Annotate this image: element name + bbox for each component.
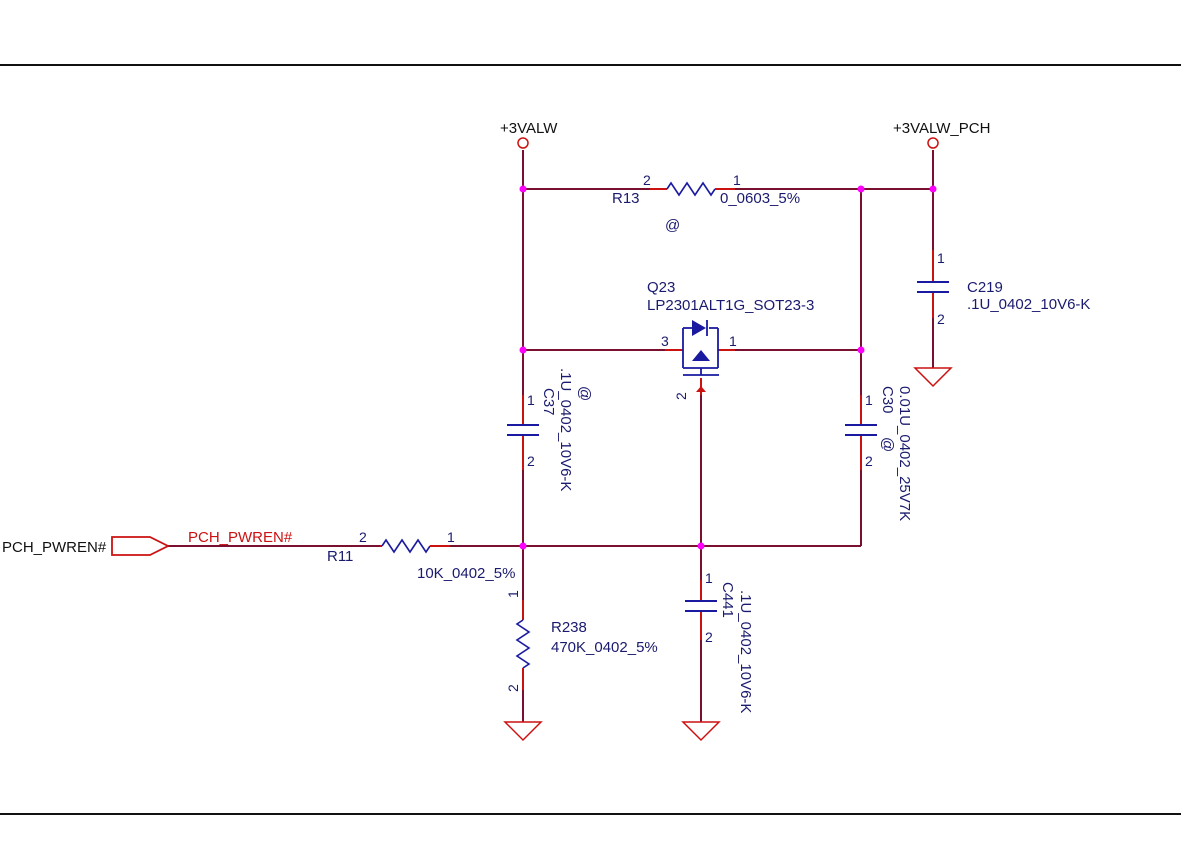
q23-pin-gate: 2	[673, 392, 689, 400]
power-port-icon	[517, 137, 529, 149]
c30-value: 0.01U_0402_25V7K	[896, 386, 913, 521]
power-rail-vout-label: +3VALW_PCH	[893, 120, 990, 137]
r13-value: 0_0603_5%	[720, 190, 800, 207]
net-label-pwren: PCH_PWREN#	[188, 529, 293, 546]
c37-pin-a: 1	[527, 392, 535, 408]
ground-icon	[503, 721, 543, 742]
capacitor-c219[interactable]: 1 2 C219 .1U_0402_10V6-K	[917, 250, 1090, 327]
c30-pin-a: 1	[865, 392, 873, 408]
capacitor-c30[interactable]: 1 2 C30 0.01U_0402_25V7K @	[845, 386, 913, 521]
c441-ref: C441	[719, 582, 736, 618]
c219-pin-b: 2	[937, 311, 945, 327]
r13-note: @	[665, 217, 680, 234]
port-label: PCH_PWREN#	[2, 539, 107, 556]
q23-pin-drain: 1	[729, 333, 737, 349]
r13-pin-b: 1	[733, 172, 741, 188]
junction-dot	[929, 185, 937, 193]
r238-pin-a: 1	[505, 590, 521, 598]
port-arrow-icon	[111, 536, 171, 556]
c219-value: .1U_0402_10V6-K	[967, 296, 1090, 313]
junctions	[519, 185, 937, 550]
power-rail-vin-label: +3VALW	[500, 120, 558, 137]
junction-dot	[697, 542, 705, 550]
c30-pin-b: 2	[865, 453, 873, 469]
r11-pin-a: 2	[359, 529, 367, 545]
c441-pin-b: 2	[705, 629, 713, 645]
resistor-r13[interactable]: 2 1 R13 0_0603_5% @	[612, 172, 800, 234]
junction-dot	[857, 346, 865, 354]
c37-note: @	[576, 386, 593, 401]
power-symbol-vin: +3VALW	[500, 120, 558, 149]
r238-ref: R238	[551, 619, 587, 636]
resistor-icon	[515, 619, 531, 669]
mosfet-icon	[682, 327, 719, 376]
q23-ref: Q23	[647, 279, 675, 296]
ground-icon	[681, 721, 721, 742]
junction-dot	[519, 542, 527, 550]
c219-pin-a: 1	[937, 250, 945, 266]
junction-dot	[857, 185, 865, 193]
r13-pin-a: 2	[643, 172, 651, 188]
power-port-icon	[927, 137, 939, 149]
power-symbol-vout: +3VALW_PCH	[893, 120, 990, 149]
junction-dot	[519, 346, 527, 354]
ground-icon	[913, 367, 953, 388]
q23-value: LP2301ALT1G_SOT23-3	[647, 297, 814, 314]
c37-pin-b: 2	[527, 453, 535, 469]
capacitor-c441[interactable]: 1 2 C441 .1U_0402_10V6-K	[685, 570, 754, 713]
junction-dot	[519, 185, 527, 193]
r13-ref: R13	[612, 190, 640, 207]
r11-pin-b: 1	[447, 529, 455, 545]
c30-ref: C30	[879, 386, 896, 414]
c441-pin-a: 1	[705, 570, 713, 586]
body-diode-icon	[692, 320, 706, 336]
wires	[168, 150, 934, 722]
resistor-icon	[666, 181, 716, 197]
r238-pin-b: 2	[505, 684, 521, 692]
capacitor-c37[interactable]: 1 2 C37 .1U_0402_10V6-K @	[507, 368, 593, 491]
c37-value: .1U_0402_10V6-K	[557, 368, 574, 491]
gate-arrow-icon	[696, 386, 706, 392]
r11-value: 10K_0402_5%	[417, 565, 515, 582]
c37-ref: C37	[540, 388, 557, 416]
c441-value: .1U_0402_10V6-K	[737, 590, 754, 713]
port-pch-pwren[interactable]: PCH_PWREN#	[2, 536, 171, 556]
resistor-r238[interactable]: 1 2 R238 470K_0402_5%	[505, 590, 658, 692]
ground-symbols	[503, 367, 953, 742]
channel-arrow-icon	[692, 350, 710, 361]
r238-value: 470K_0402_5%	[551, 639, 658, 656]
c30-note: @	[879, 437, 896, 452]
resistor-r11[interactable]: 2 1 R11 10K_0402_5%	[327, 529, 515, 582]
q23-pin-source: 3	[661, 333, 669, 349]
c219-ref: C219	[967, 279, 1003, 296]
mosfet-q23[interactable]: 3 1 2 Q23 LP2301ALT1G_SOT23-3	[647, 279, 814, 400]
r11-ref: R11	[327, 548, 353, 565]
resistor-icon	[381, 538, 431, 554]
